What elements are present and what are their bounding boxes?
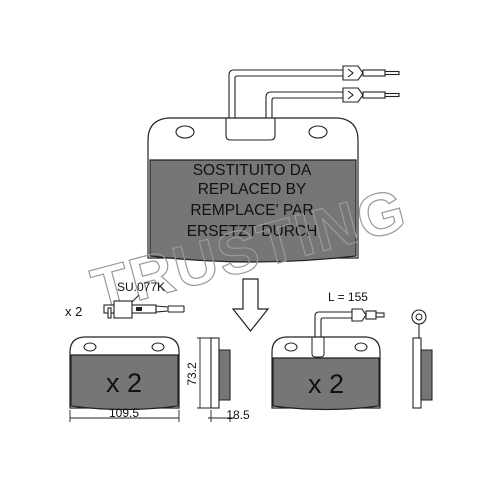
replace-line-3: REMPLACE' PAR [190,202,313,219]
top-sensor-connector-1 [342,65,400,81]
pad-height-label: 73.2 [185,362,199,386]
front-pad-width-label: 109.5 [109,406,139,420]
down-arrow [231,278,270,332]
top-sensor-wires [228,69,343,120]
rear-friction-lining [272,357,380,411]
top-mounting-hole-left [175,125,195,139]
top-mounting-hole-right [308,125,328,139]
sensor-code-label: SU.077K [117,280,165,294]
front-pad-qty-label: x 2 [106,368,142,398]
replace-line-1: SOSTITUITO DA [193,162,312,179]
pad-thickness-label: 18.5 [226,408,250,422]
replace-line-2: REPLACED BY [198,181,307,198]
sensor-qty-label: x 2 [65,304,82,319]
pad-side-view: 73.2 18.5 [185,337,250,422]
rear-pad-side-view [411,309,433,409]
rear-pad-qty-label: x 2 [308,369,344,399]
replace-line-4: ERSETZT DURCH [187,223,318,240]
wear-sensor-part: x 2 SU.077K [65,280,185,319]
side-friction-lining [218,349,231,401]
top-sensor-connector-2 [342,87,400,103]
front-friction-lining [70,354,179,411]
top-friction-lining [149,159,357,263]
top-pad-text: SOSTITUITO DA REPLACED BY REMPLACE' PAR … [187,162,318,240]
rear-brake-pad: L = 155 x 2 [271,290,385,411]
front-brake-pad: x 2 109.5 [69,336,180,422]
top-brake-pad: SOSTITUITO DA REPLACED BY REMPLACE' PAR … [147,65,400,263]
wire-length-label: L = 155 [328,290,368,304]
